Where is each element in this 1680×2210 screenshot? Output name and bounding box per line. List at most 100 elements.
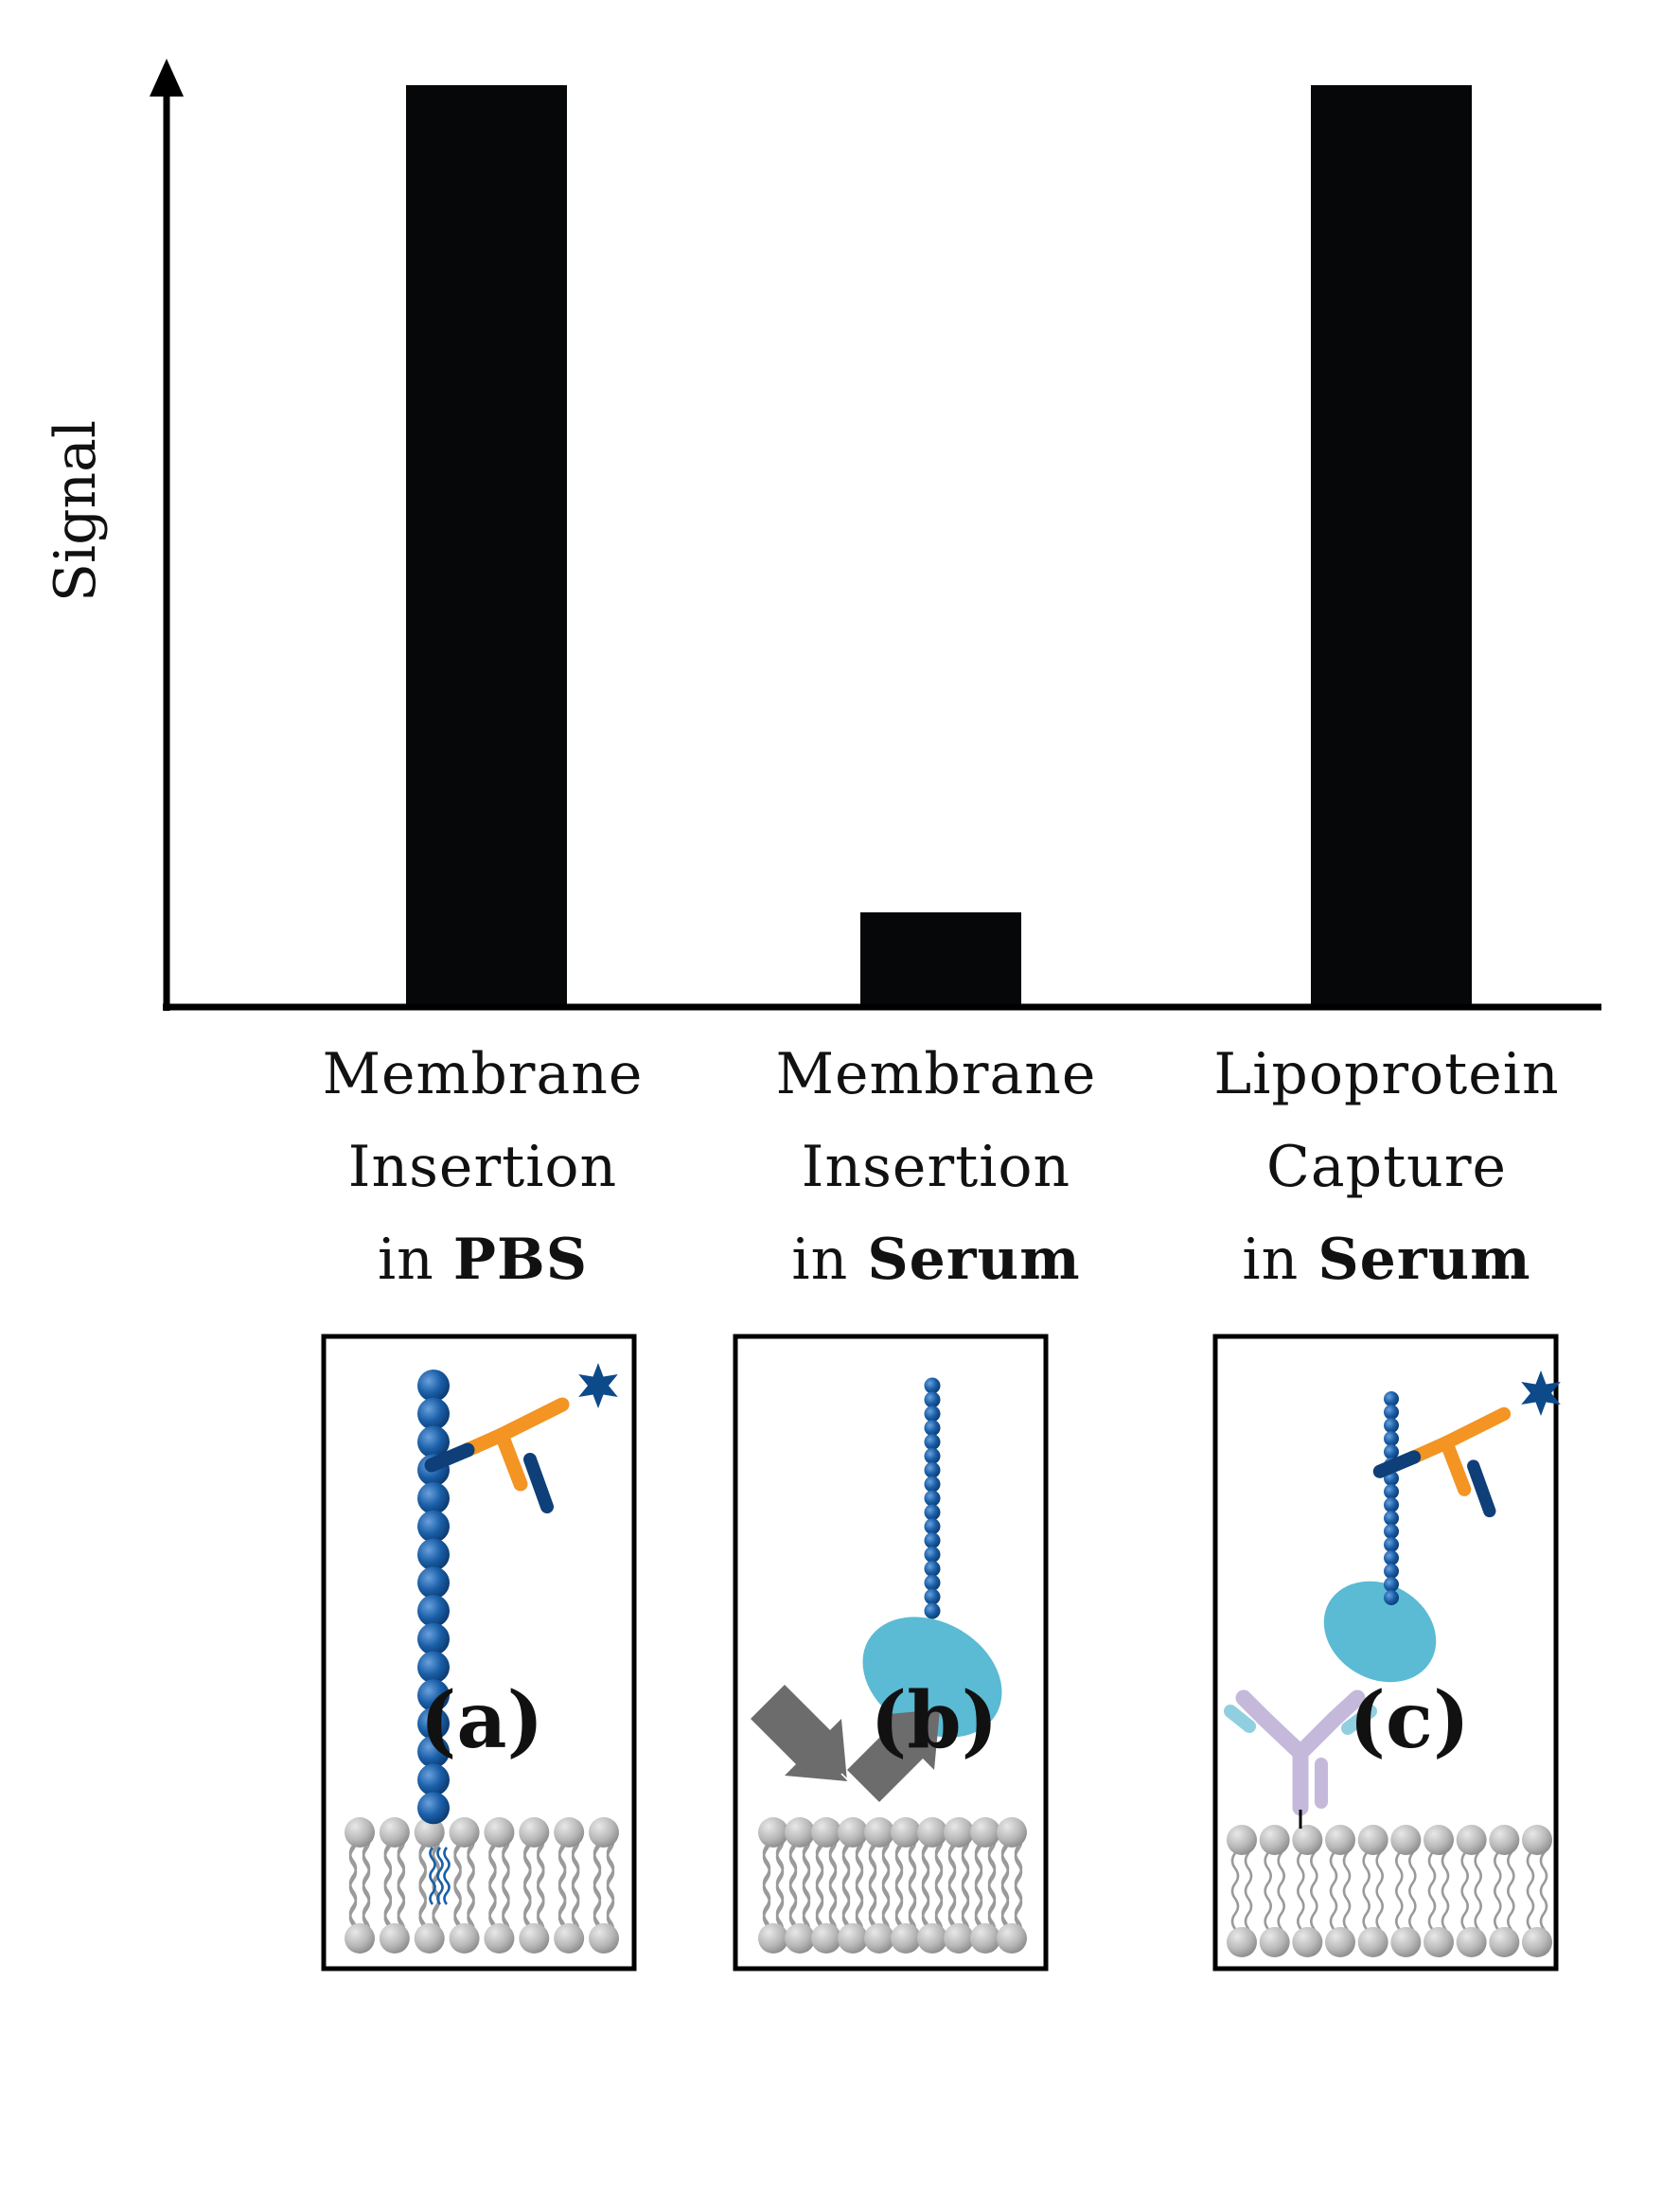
- panel-letter-b: (b): [870, 1675, 999, 1766]
- anchor-bead: [1384, 1484, 1399, 1499]
- lipid-head: [345, 1817, 375, 1848]
- antibody-segment: [424, 1442, 475, 1473]
- lipid-head: [1456, 1927, 1487, 1957]
- anchor-bead: [1384, 1431, 1399, 1446]
- lipid-tail: [815, 1833, 824, 1926]
- anchor-bead: [417, 1679, 450, 1712]
- lipid-tail: [606, 1833, 615, 1926]
- antibody-segment: [1440, 1414, 1496, 1450]
- lipid-tail: [537, 1833, 545, 1926]
- lipid-head: [1522, 1927, 1552, 1957]
- lipid-tail: [802, 1833, 811, 1926]
- category-label-2: Membrane Insertion in Serum: [737, 1028, 1135, 1306]
- category-label-1-line3: in PBS: [284, 1213, 681, 1306]
- category-label-2-prefix: in: [791, 1227, 868, 1293]
- lipid-head: [554, 1923, 585, 1954]
- lipid-tail: [453, 1833, 462, 1926]
- lipid-head: [838, 1817, 868, 1848]
- lipid-tail: [828, 1833, 838, 1926]
- anchor-bead: [417, 1792, 450, 1825]
- anchor-bead: [417, 1735, 450, 1768]
- category-label-1: Membrane Insertion in PBS: [284, 1028, 681, 1306]
- category-label-3-line2: Capture: [1265, 1134, 1508, 1200]
- panel-frame: [321, 1334, 637, 1971]
- lipid-tail: [921, 1845, 930, 1937]
- anchor-bead: [1384, 1497, 1399, 1512]
- anchor-bead: [417, 1425, 450, 1459]
- lipid-tail: [383, 1833, 393, 1926]
- lipid-tail: [502, 1845, 510, 1937]
- lipid-tail: [775, 1833, 785, 1926]
- lipid-tail: [502, 1833, 510, 1926]
- lipid-tail: [762, 1833, 771, 1926]
- lipid-tail: [868, 1845, 877, 1937]
- anchor-bead: [417, 1707, 450, 1740]
- lipid-tail: [1000, 1833, 1010, 1926]
- lipid-head: [944, 1923, 974, 1954]
- anchor-bead: [1384, 1550, 1399, 1565]
- anchor-bead: [1384, 1590, 1399, 1605]
- anchor-bead: [417, 1370, 450, 1402]
- lipid-head: [811, 1923, 841, 1954]
- lipid-head: [449, 1923, 480, 1954]
- lipid-head: [1292, 1927, 1323, 1957]
- lipid-head: [589, 1923, 619, 1954]
- lipid-head: [970, 1817, 1000, 1848]
- antibody-segment: [1341, 1705, 1377, 1735]
- anchor-bead: [924, 1406, 941, 1423]
- category-label-2-line2: Insertion: [801, 1134, 1071, 1200]
- antibody-segment: [1372, 1450, 1422, 1478]
- lipid-head: [1357, 1927, 1388, 1957]
- antibody-segment: [1224, 1705, 1256, 1733]
- arrow-up-icon: [847, 1709, 940, 1802]
- anchor-lipid-tail: [443, 1847, 451, 1905]
- anchor-bead: [1384, 1444, 1399, 1459]
- y-axis-label: Signal: [43, 419, 109, 603]
- lipid-bilayer: [345, 1817, 619, 1954]
- lipid-head: [785, 1817, 815, 1848]
- lipid-tail: [908, 1833, 917, 1926]
- arrow-down-icon: [751, 1685, 847, 1781]
- anchor-bead: [924, 1490, 941, 1507]
- lipid-head: [1357, 1825, 1388, 1855]
- lipid-tail: [348, 1845, 358, 1937]
- lipid-tail: [397, 1833, 406, 1926]
- lipid-head: [1424, 1825, 1454, 1855]
- lipid-tail: [467, 1845, 475, 1937]
- lipid-tail: [947, 1833, 957, 1926]
- anchor-bead: [924, 1476, 941, 1493]
- anchor-bead: [924, 1574, 941, 1591]
- antibody-segment: [494, 1427, 528, 1492]
- anchor-bead: [1384, 1418, 1399, 1433]
- lipid-tail: [418, 1845, 427, 1937]
- anchor-bead: [417, 1595, 450, 1627]
- lipid-tail: [974, 1845, 983, 1937]
- anchor-bead: [417, 1651, 450, 1684]
- antibody-segment: [1235, 1689, 1273, 1727]
- lipid-head: [1227, 1825, 1257, 1855]
- lipid-tail: [557, 1833, 567, 1926]
- anchor-bead: [417, 1397, 450, 1430]
- anchor-bead: [924, 1420, 941, 1437]
- lipid-head: [484, 1923, 515, 1954]
- lipid-tail: [841, 1845, 851, 1937]
- anchor-polymer-chain: [924, 1377, 941, 1619]
- antibody-segment: [1440, 1436, 1472, 1496]
- detection-antibody: [424, 1397, 570, 1513]
- lipid-head: [1456, 1825, 1487, 1855]
- lipid-head: [1292, 1825, 1323, 1855]
- lipoprotein-particle: [862, 1617, 1002, 1738]
- category-label-1-prefix: in: [377, 1227, 453, 1293]
- antibody-segment: [1326, 1689, 1366, 1727]
- anchor-bead: [417, 1622, 450, 1655]
- category-label-1-line1: Membrane: [322, 1041, 644, 1107]
- arrow-stripe: [855, 1787, 877, 1810]
- lipid-tail: [418, 1833, 427, 1926]
- category-label-3-line3: in Serum: [1188, 1213, 1585, 1306]
- lipid-bilayer: [1227, 1825, 1552, 1957]
- anchor-bead: [1384, 1564, 1399, 1579]
- lipid-tail: [571, 1833, 580, 1926]
- bar-2: [860, 911, 1021, 1004]
- anchor-bead: [924, 1447, 941, 1464]
- anchor-bead: [924, 1434, 941, 1450]
